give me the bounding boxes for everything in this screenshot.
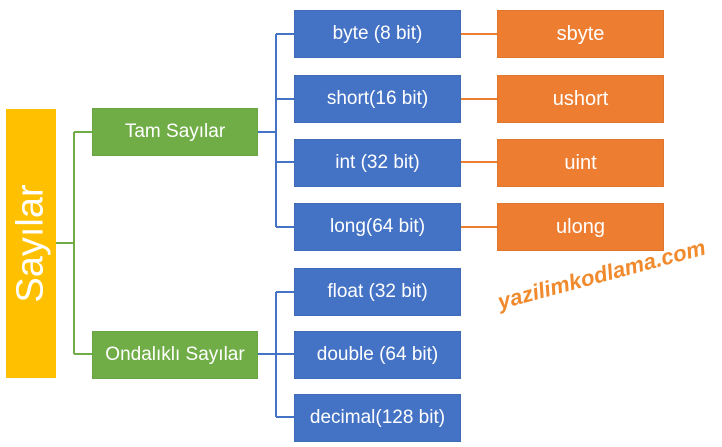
category-ondalikli-sayilar: Ondalıklı Sayılar <box>92 331 258 379</box>
type-uint: uint <box>497 139 664 187</box>
category-tam-sayilar: Tam Sayılar <box>92 108 258 156</box>
type-int: int (32 bit) <box>294 139 461 187</box>
type-short: short(16 bit) <box>294 75 461 123</box>
type-ulong: ulong <box>497 203 664 251</box>
type-ushort: ushort <box>497 75 664 123</box>
root-node-sayilar: Sayılar <box>6 109 56 378</box>
type-byte: byte (8 bit) <box>294 10 461 58</box>
type-double: double (64 bit) <box>294 331 461 379</box>
root-label: Sayılar <box>9 184 52 303</box>
type-decimal: decimal(128 bit) <box>294 394 461 442</box>
type-sbyte: sbyte <box>497 10 664 58</box>
type-long: long(64 bit) <box>294 203 461 251</box>
type-float: float (32 bit) <box>294 268 461 316</box>
